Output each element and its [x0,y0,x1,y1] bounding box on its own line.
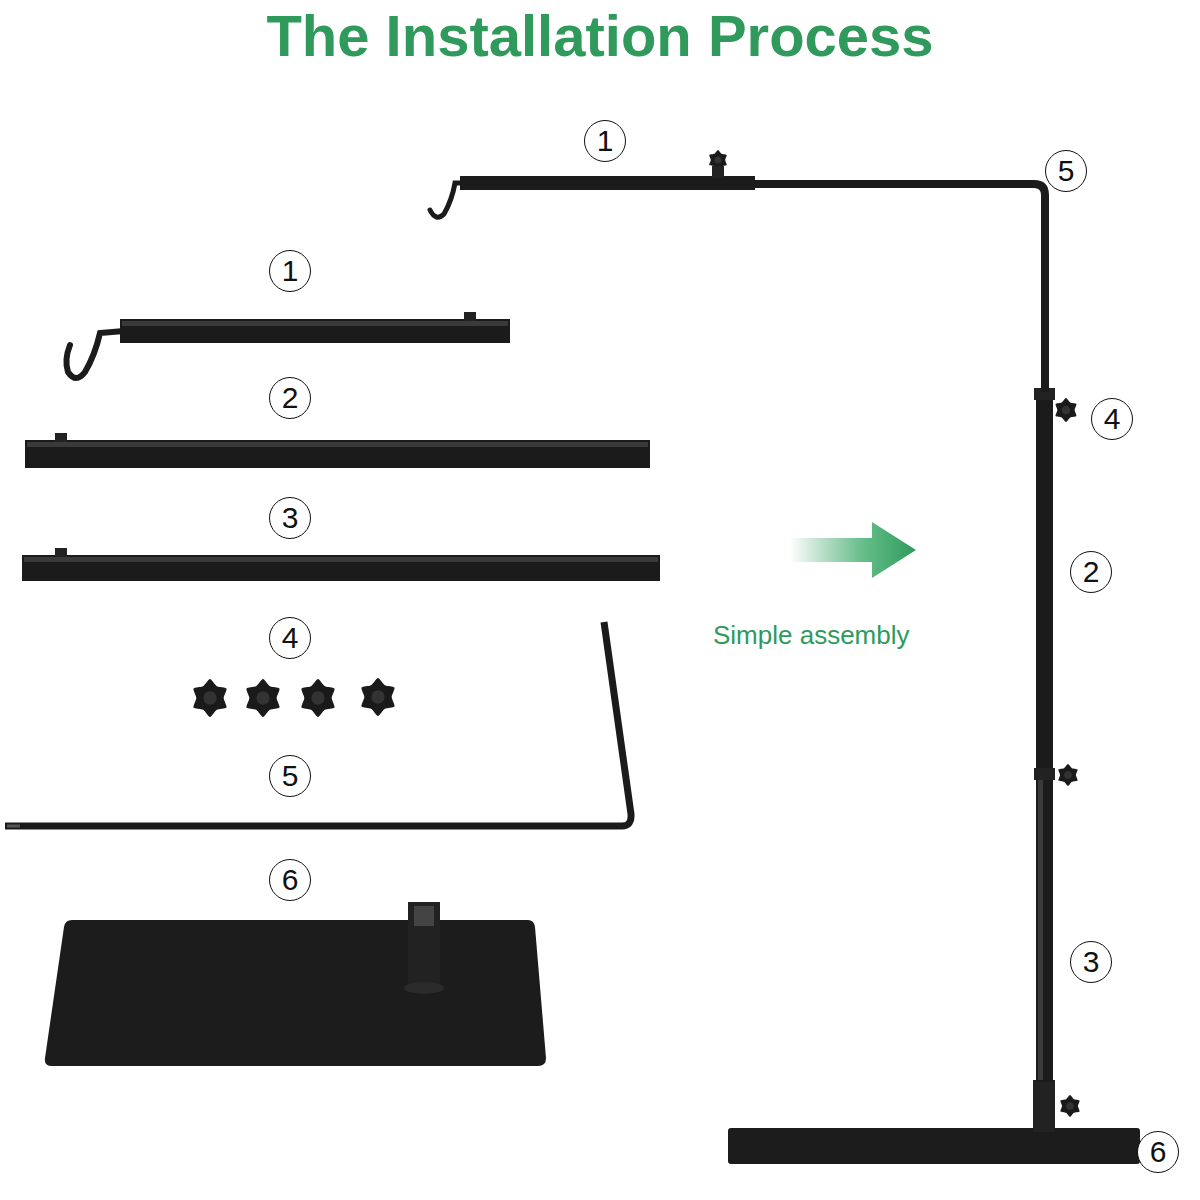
knob-center [256,691,269,704]
callout-number: 3 [269,497,311,539]
callout-number: 6 [1137,1131,1179,1173]
knob-center [1066,1102,1074,1110]
tube-part [25,433,650,468]
callout-number: 2 [269,377,311,419]
knob-center [715,157,722,164]
callout-number: 1 [269,250,311,292]
callout-number: 4 [1091,398,1133,440]
direction-arrow [790,522,916,578]
bent-rod [5,622,631,826]
arm-part [66,312,510,378]
callout-number: 2 [1070,551,1112,593]
callout-number: 5 [269,755,311,797]
tube-part [22,548,660,581]
assembly-note: Simple assembly [713,620,910,651]
callout-number: 5 [1045,150,1087,192]
knob-center [311,691,324,704]
knob-center [1062,406,1070,414]
knob-center [203,691,216,704]
knob-center [1064,771,1072,779]
title: The Installation Process [0,2,1200,69]
knob [1058,764,1077,786]
callout-number: 4 [269,617,311,659]
callout-number: 6 [269,859,311,901]
base-plate [45,902,546,1066]
knob [1060,1095,1079,1117]
knob [246,679,279,717]
callout-number: 3 [1070,941,1112,983]
callout-number: 1 [584,120,626,162]
knob [193,679,226,717]
assembled-stand [430,166,1140,1164]
knob-center [371,690,384,703]
knob [1056,398,1077,422]
knob [301,679,334,717]
knob [361,678,394,716]
